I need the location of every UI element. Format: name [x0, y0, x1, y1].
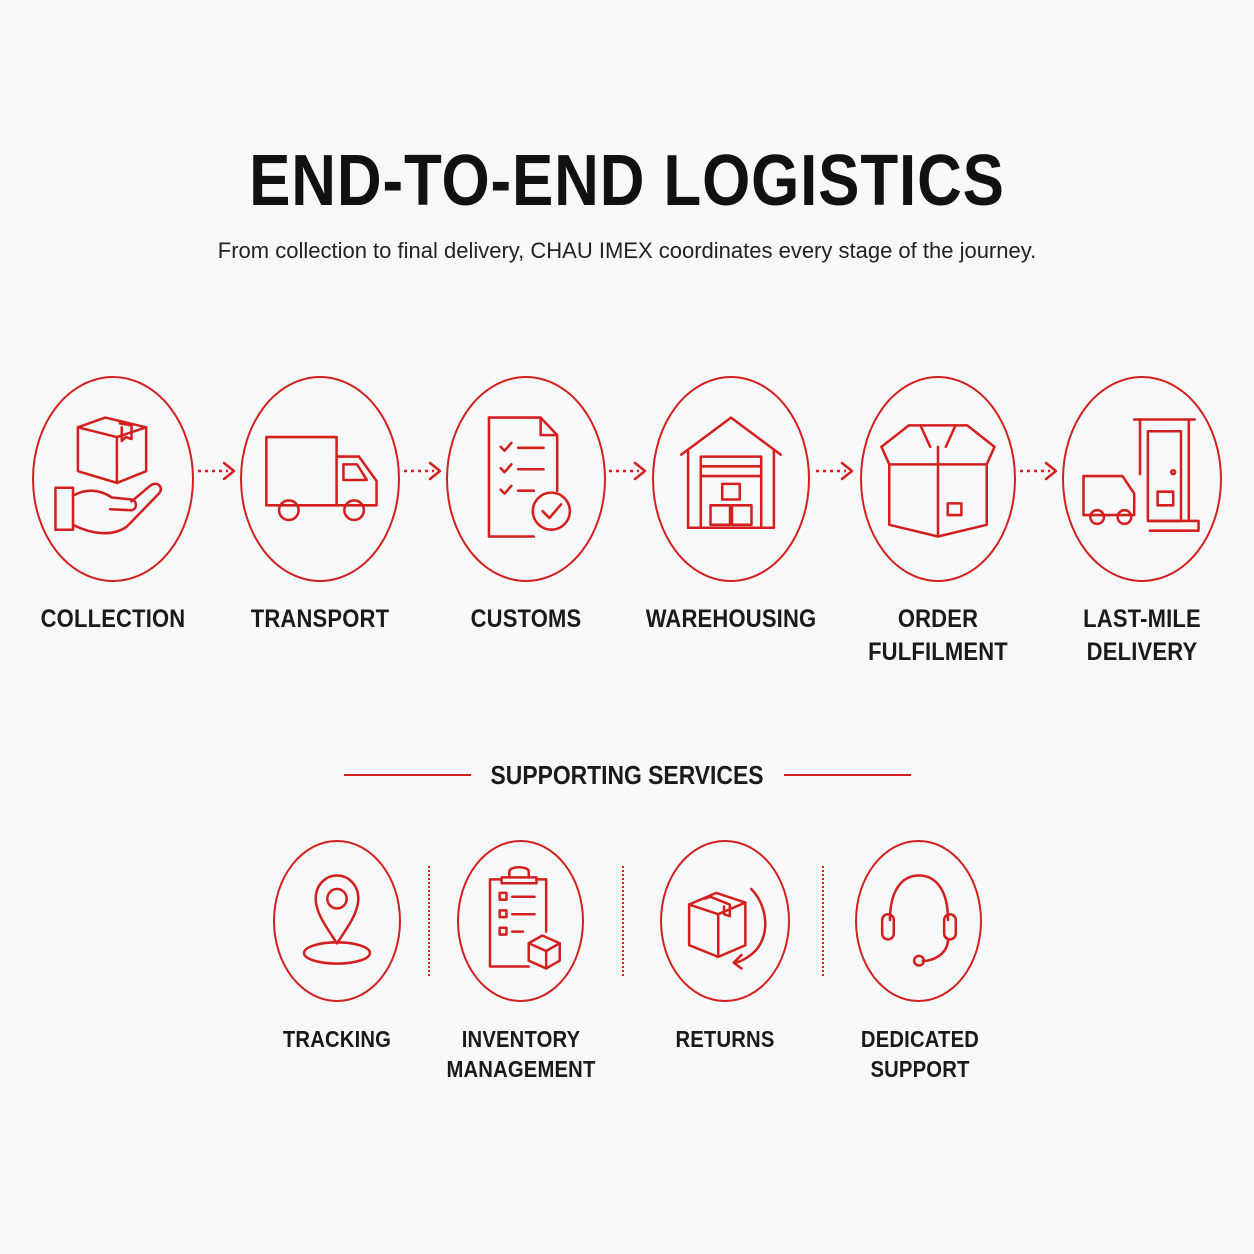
- headset-icon: [880, 874, 958, 967]
- arrow-5: [1020, 461, 1058, 481]
- section-divider-right: [784, 774, 911, 776]
- step-warehousing: [652, 376, 810, 582]
- step-collection: [32, 376, 194, 582]
- clipboard-box-icon: [488, 865, 561, 970]
- arrow-3: [609, 461, 647, 481]
- service-separator-1: [428, 866, 430, 976]
- label-dedicated-support: DEDICATED SUPPORT: [860, 1026, 980, 1082]
- checklist-document-icon: [487, 416, 572, 538]
- open-box-icon: [880, 424, 996, 538]
- service-returns: [660, 840, 790, 1002]
- label-order-fulfilment: ORDER FULFILMENT: [868, 605, 1008, 666]
- service-separator-2: [622, 866, 624, 976]
- service-inventory-management: [457, 840, 584, 1002]
- label-inventory-management: INVENTORY MANAGEMENT: [446, 1026, 596, 1082]
- truck-icon: [265, 435, 378, 522]
- label-collection: COLLECTION: [40, 605, 186, 633]
- label-returns: RETURNS: [675, 1026, 775, 1052]
- label-tracking: TRACKING: [282, 1026, 392, 1052]
- arrow-2: [404, 461, 442, 481]
- location-pin-icon: [302, 874, 372, 965]
- label-warehousing: WAREHOUSING: [645, 605, 817, 633]
- warehouse-icon: [680, 416, 782, 530]
- section-divider-left: [344, 774, 471, 776]
- page-subtitle: From collection to final delivery, CHAU …: [217, 238, 1037, 263]
- label-customs: CUSTOMS: [470, 605, 582, 633]
- label-transport: TRANSPORT: [250, 605, 390, 633]
- box-return-icon: [687, 887, 767, 970]
- hand-holding-box-icon: [54, 416, 163, 535]
- service-separator-3: [822, 866, 824, 976]
- label-last-mile-delivery: LAST-MILE DELIVERY: [1083, 605, 1201, 666]
- arrow-4: [816, 461, 854, 481]
- step-last-mile-delivery: [1062, 376, 1222, 582]
- service-tracking: [273, 840, 401, 1002]
- page-title: END-TO-END LOGISTICS: [249, 141, 1005, 221]
- step-transport: [240, 376, 400, 582]
- supporting-services-title: SUPPORTING SERVICES: [490, 760, 764, 790]
- van-door-delivery-icon: [1082, 418, 1200, 532]
- arrow-1: [198, 461, 236, 481]
- step-customs: [446, 376, 606, 582]
- step-order-fulfilment: [860, 376, 1016, 582]
- service-dedicated-support: [855, 840, 982, 1002]
